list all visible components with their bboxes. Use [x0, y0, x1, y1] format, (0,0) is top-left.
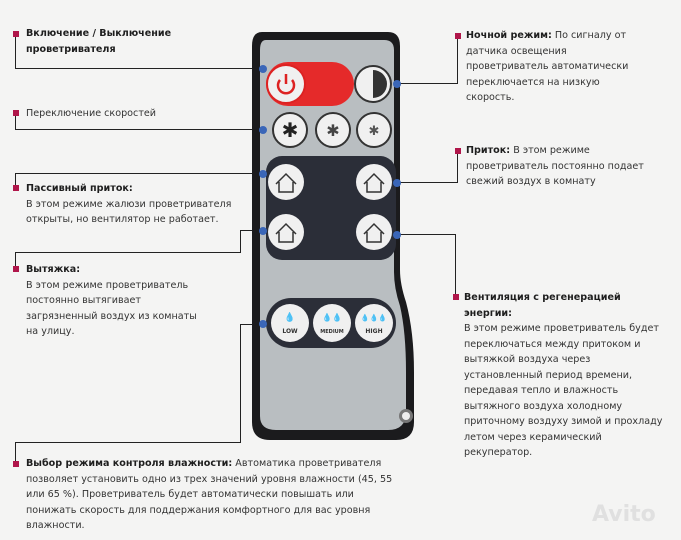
connector-dot [259, 126, 267, 134]
connector-line [15, 442, 16, 462]
connector-line [398, 234, 455, 235]
humidity-medium-label: MEDIUM [320, 329, 343, 335]
marker-icon [453, 294, 459, 300]
svg-text:💧💧💧: 💧💧💧 [361, 313, 387, 322]
connector-line [240, 230, 241, 252]
connector-line [398, 83, 458, 84]
connector-line [15, 129, 263, 130]
label-speed: Переключение скоростей [26, 108, 157, 119]
marker-icon [455, 148, 461, 154]
connector-dot [259, 65, 267, 73]
connector-line [240, 230, 262, 231]
marker-icon [13, 266, 19, 272]
svg-text:✱: ✱ [326, 121, 339, 140]
label-passive-intake: Пассивный приток:В этом режиме жалюзи пр… [26, 183, 232, 225]
connector-line [240, 324, 241, 442]
label-humidity: Выбор режима контроля влажности: Автомат… [26, 458, 393, 531]
svg-text:💧: 💧 [284, 311, 295, 323]
connector-line [15, 442, 241, 443]
connector-dot [393, 80, 401, 88]
remote-control: ✱ ✱ ✱ 💧 💧💧 💧💧💧 LOW MEDIUM HIGH [252, 32, 414, 440]
connector-dot [259, 227, 267, 235]
connector-dot [259, 320, 267, 328]
connector-line [15, 33, 16, 69]
svg-text:✱: ✱ [282, 118, 299, 142]
humidity-high-label: HIGH [365, 328, 382, 335]
connector-line [15, 68, 263, 69]
label-power: Включение / Выключение проветривателя [26, 28, 172, 55]
avito-watermark: Avito [592, 502, 656, 527]
connector-line [15, 173, 263, 174]
connector-line [15, 252, 16, 270]
marker-icon [13, 31, 19, 37]
connector-line [15, 173, 16, 187]
label-exhaust: Вытяжка:В этом режиме проветриватель пос… [26, 264, 197, 337]
marker-icon [13, 185, 19, 191]
label-night-mode: Ночной режим: По сигналу от датчика осве… [466, 30, 629, 103]
svg-text:✱: ✱ [369, 124, 380, 139]
connector-dot [393, 179, 401, 187]
connector-line [457, 150, 458, 183]
label-regeneration: Вентиляция с регенерацией энергии:В этом… [464, 292, 663, 458]
label-intake: Приток: В этом режиме проветриватель пос… [466, 145, 644, 187]
marker-icon [13, 110, 19, 116]
connector-line [398, 182, 458, 183]
connector-line [15, 252, 241, 253]
svg-text:💧💧: 💧💧 [322, 312, 342, 322]
marker-icon [455, 33, 461, 39]
connector-line [15, 113, 16, 129]
marker-icon [13, 461, 19, 467]
humidity-low-label: LOW [282, 328, 298, 335]
connector-line [240, 324, 262, 325]
connector-dot [259, 170, 267, 178]
connector-line [457, 35, 458, 84]
connector-dot [393, 231, 401, 239]
connector-line [455, 234, 456, 296]
